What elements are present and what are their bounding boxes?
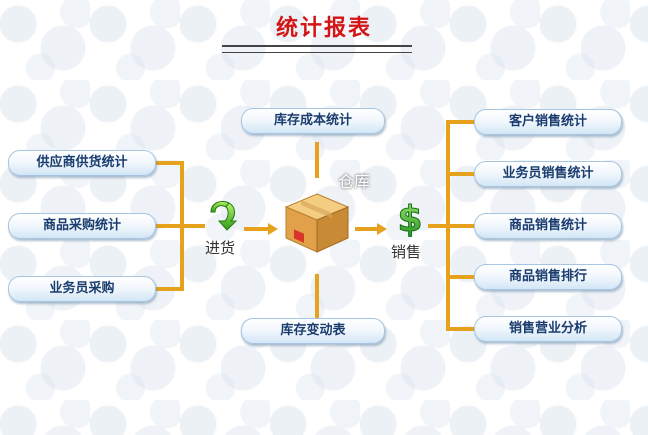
sales-label: 销售 bbox=[391, 243, 422, 261]
report-product-purchase[interactable]: 商品采购统计 bbox=[8, 213, 156, 239]
connector-center-bottom bbox=[315, 274, 319, 318]
report-salesman-sales[interactable]: 业务员销售统计 bbox=[474, 161, 622, 187]
purchase-label: 进货 bbox=[205, 239, 236, 257]
arrow-purchase-head bbox=[268, 223, 278, 235]
report-supplier-supply[interactable]: 供应商供货统计 bbox=[8, 150, 156, 176]
connector-right-1 bbox=[446, 120, 474, 124]
report-inventory-change[interactable]: 库存变动表 bbox=[241, 318, 385, 344]
arrow-purchase-shaft bbox=[244, 227, 270, 231]
report-product-sales[interactable]: 商品销售统计 bbox=[474, 213, 622, 239]
arrow-sales-head bbox=[377, 223, 387, 235]
connector-right-2 bbox=[446, 172, 474, 176]
svg-text:$: $ bbox=[397, 199, 422, 237]
connector-left-1 bbox=[155, 161, 182, 165]
connector-left-to-purchase bbox=[182, 224, 205, 228]
warehouse-box-icon[interactable] bbox=[282, 190, 352, 254]
warehouse-label: 仓库 bbox=[338, 172, 371, 191]
connector-right-3 bbox=[446, 224, 474, 228]
report-inventory-cost[interactable]: 库存成本统计 bbox=[241, 108, 385, 134]
connector-center-top bbox=[315, 142, 319, 178]
connector-left-2 bbox=[155, 224, 182, 228]
page-title: 统计报表 bbox=[275, 16, 372, 41]
connector-sales-to-bracket bbox=[428, 224, 448, 228]
refresh-arrow-icon[interactable] bbox=[205, 196, 241, 232]
title-underline bbox=[222, 45, 412, 53]
arrow-sales-shaft bbox=[355, 227, 379, 231]
report-customer-sales[interactable]: 客户销售统计 bbox=[474, 109, 622, 135]
report-product-sales-ranking[interactable]: 商品销售排行 bbox=[474, 264, 622, 290]
connector-right-5 bbox=[446, 327, 474, 331]
report-salesman-purchase[interactable]: 业务员采购 bbox=[8, 276, 156, 302]
dollar-sign-icon[interactable]: $ bbox=[393, 197, 427, 238]
connector-right-4 bbox=[446, 275, 474, 279]
report-sales-business-analysis[interactable]: 销售营业分析 bbox=[474, 316, 622, 342]
connector-left-3 bbox=[155, 287, 182, 291]
